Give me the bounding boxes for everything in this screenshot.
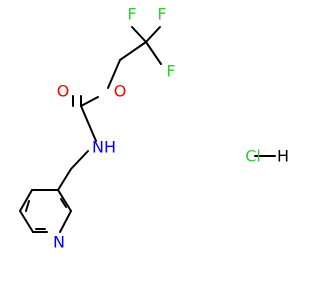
bond-c-nh [80,105,97,142]
chlorine-atom: Cl [245,147,261,166]
bond-cf-top [145,26,161,43]
fluorine-atom-right: F [166,62,175,81]
ring-bond-3 [59,210,72,233]
structure-canvas: F F F O O NH N Cl H [19,5,289,252]
ring-bond-4 [19,189,33,212]
molecule-structure: F F F O O NH N Cl H [19,5,289,252]
bond-cf-right [145,41,162,65]
oxygen-carbonyl-atom: O [57,82,70,101]
bond-ch2-ring [57,168,72,191]
bonds [19,26,276,233]
atom-labels: F F F O O NH N Cl H [53,5,289,252]
bond-c-ch2 [119,41,147,61]
ring-inner-2 [25,200,30,212]
bond-o-carbonyl-c [80,96,99,107]
hydrogen-atom: H [277,147,289,166]
nitrogen-ring-atom: N [53,233,65,252]
bond-cf-left [131,26,147,43]
fluorine-atom-top: F [157,5,166,24]
bond-nh-ch2 [70,150,89,170]
ring-bond-2 [57,189,72,212]
oxygen-ester-atom: O [114,82,127,101]
nitrogen-amide-atom: NH [92,138,116,157]
bond-ch2-o [107,59,121,89]
ring-inner-1 [60,198,67,208]
fluorine-atom-left: F [127,5,136,24]
ring-bond-5 [19,210,34,233]
